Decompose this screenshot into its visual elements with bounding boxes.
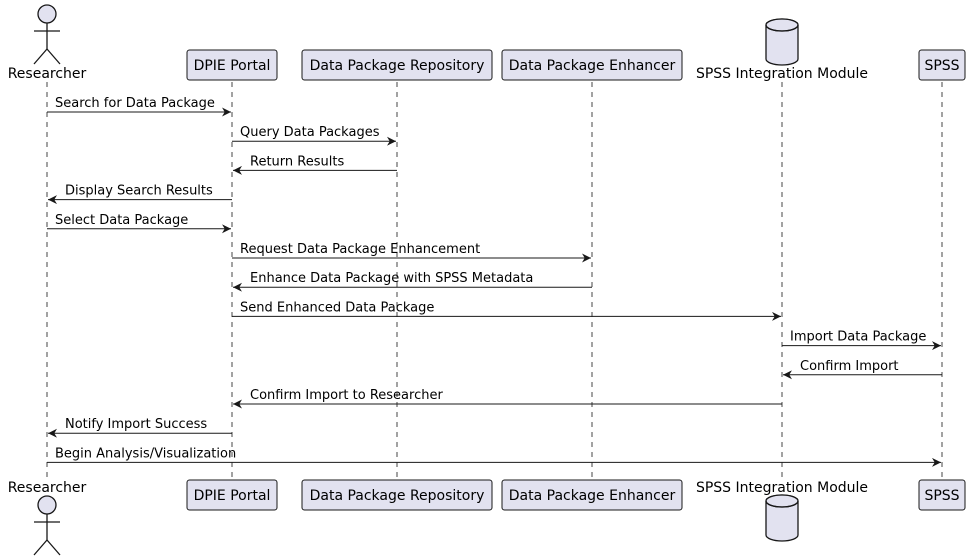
message-return-results: Return Results — [233, 154, 397, 175]
participant-box — [501, 479, 683, 511]
actor-icon — [33, 4, 61, 65]
participant-spss-top: SPSS — [918, 49, 966, 81]
participant-label: Researcher — [8, 480, 87, 496]
message-label: Enhance Data Package with SPSS Metadata — [250, 271, 533, 286]
participant-box — [186, 479, 278, 511]
message-enhance-data-package-with-spss-metadata: Enhance Data Package with SPSS Metadata — [233, 271, 592, 292]
participant-box — [918, 49, 966, 81]
message-confirm-import: Confirm Import — [783, 359, 942, 380]
message-label: Request Data Package Enhancement — [240, 242, 480, 257]
message-label: Notify Import Success — [65, 417, 207, 432]
participant-repository-top: Data Package Repository — [301, 49, 493, 81]
participant-label: Data Package Enhancer — [509, 58, 676, 74]
participant-enhancer-bottom: Data Package Enhancer — [501, 479, 683, 511]
message-label: Confirm Import — [800, 359, 899, 374]
participant-label: DPIE Portal — [194, 58, 271, 74]
message-query-data-packages: Query Data Packages — [232, 125, 396, 146]
message-search-for-data-package: Search for Data Package — [47, 96, 231, 117]
participant-box — [918, 479, 966, 511]
message-label: Send Enhanced Data Package — [240, 300, 434, 315]
participant-label: Data Package Repository — [310, 488, 485, 504]
participant-box — [301, 49, 493, 81]
participant-label: Data Package Repository — [310, 58, 485, 74]
message-label: Import Data Package — [790, 330, 926, 345]
participant-label: SPSS — [924, 58, 959, 74]
participant-box — [301, 479, 493, 511]
participant-label: Data Package Enhancer — [509, 488, 676, 504]
participant-box — [501, 49, 683, 81]
message-send-enhanced-data-package: Send Enhanced Data Package — [232, 300, 781, 321]
message-label: Return Results — [250, 154, 344, 169]
participant-researcher-top: Researcher — [8, 4, 87, 82]
participant-researcher-bottom: Researcher — [8, 480, 87, 556]
participant-spss-bottom: SPSS — [918, 479, 966, 511]
actor-icon — [33, 495, 61, 556]
participant-label: SPSS Integration Module — [696, 480, 868, 496]
message-label: Begin Analysis/Visualization — [55, 446, 236, 461]
participant-label: SPSS — [924, 488, 959, 504]
participant-integration-bottom: SPSS Integration Module — [696, 480, 868, 542]
participant-portal-bottom: DPIE Portal — [186, 479, 278, 511]
message-display-search-results: Display Search Results — [48, 184, 232, 205]
participant-repository-bottom: Data Package Repository — [301, 479, 493, 511]
database-icon — [765, 494, 799, 542]
message-label: Select Data Package — [55, 213, 188, 228]
participant-label: SPSS Integration Module — [696, 66, 868, 82]
participant-label: DPIE Portal — [194, 488, 271, 504]
message-import-data-package: Import Data Package — [782, 330, 941, 351]
message-notify-import-success: Notify Import Success — [48, 417, 232, 438]
message-select-data-package: Select Data Package — [47, 213, 231, 234]
database-icon — [765, 18, 799, 66]
message-label: Search for Data Package — [55, 96, 215, 111]
message-confirm-import-to-researcher: Confirm Import to Researcher — [233, 388, 782, 409]
message-label: Confirm Import to Researcher — [250, 388, 443, 403]
message-begin-analysis-visualization: Begin Analysis/Visualization — [47, 446, 941, 467]
participant-box — [186, 49, 278, 81]
participant-portal-top: DPIE Portal — [186, 49, 278, 81]
participant-enhancer-top: Data Package Enhancer — [501, 49, 683, 81]
message-label: Display Search Results — [65, 184, 213, 199]
participant-label: Researcher — [8, 66, 87, 82]
message-request-data-package-enhancement: Request Data Package Enhancement — [232, 242, 591, 263]
participant-integration-top: SPSS Integration Module — [696, 18, 868, 82]
message-label: Query Data Packages — [240, 125, 380, 140]
